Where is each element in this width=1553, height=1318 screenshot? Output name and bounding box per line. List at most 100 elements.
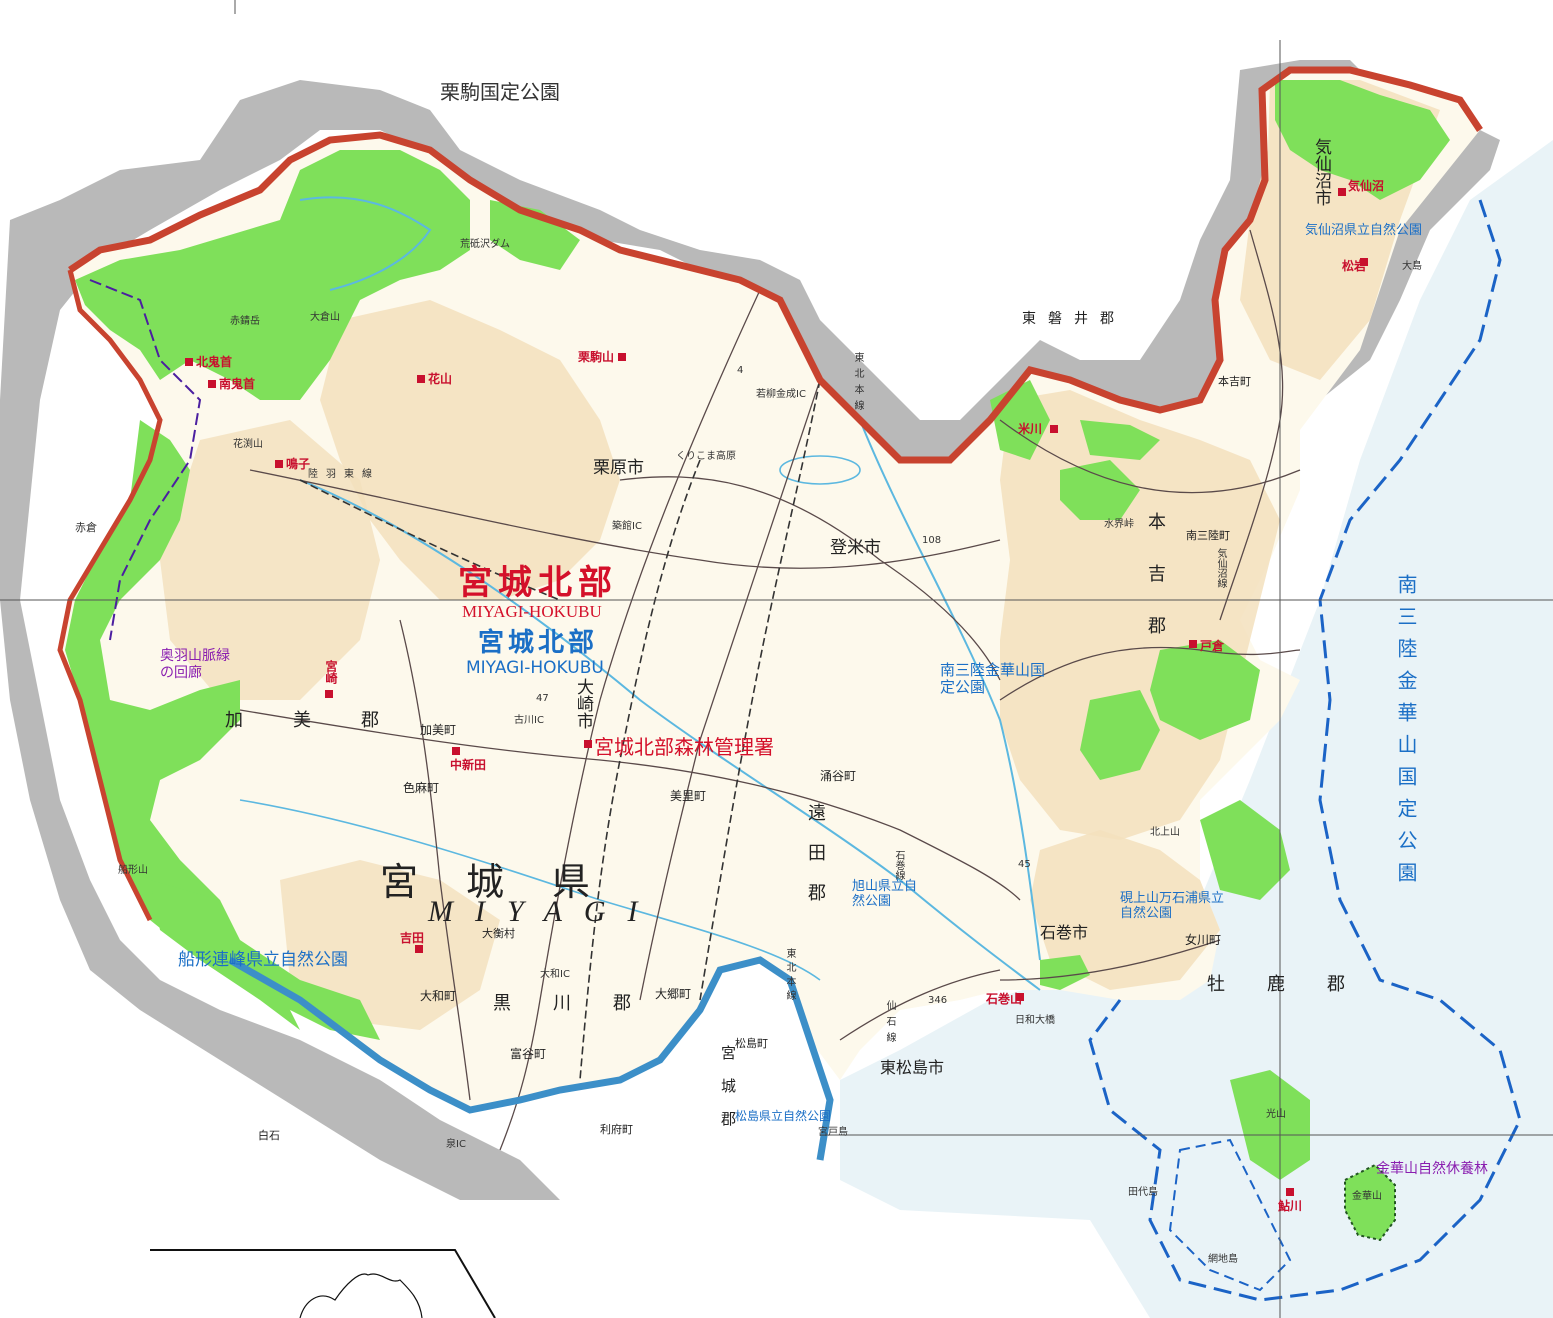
forest-east-3 bbox=[1080, 690, 1160, 780]
route-108: 108 bbox=[922, 535, 942, 546]
mtn-minamionikobe: 南鬼首 bbox=[219, 377, 256, 391]
small-furukawa-ic: 古川IC bbox=[514, 715, 544, 726]
district-kurokawa: 黒川郡 bbox=[493, 993, 673, 1014]
route-4: 4 bbox=[737, 365, 744, 376]
city-ishinomaki: 石巻市 bbox=[1040, 923, 1089, 942]
park-boundary-coast bbox=[1088, 199, 1522, 1302]
park-kamiyama: 硯上山万石浦県立自然公園 bbox=[1120, 891, 1225, 921]
forest-north-center bbox=[490, 200, 580, 270]
district-toda: 遠田郡 bbox=[805, 803, 826, 923]
small-tohoku-line-s: 東北本線 bbox=[784, 948, 795, 1004]
district-higashiiwai: 東磐井郡 bbox=[1022, 311, 1126, 327]
mtn-nakaniida: 中新田 bbox=[450, 758, 487, 772]
forest-funagata bbox=[150, 880, 380, 1040]
office-label: 宮城北部森林管理署 bbox=[594, 735, 774, 759]
small-tashiro: 田代島 bbox=[1128, 1187, 1158, 1198]
park-matsushima: 松島県立自然公園 bbox=[735, 1109, 832, 1123]
city-shiroishi: 白石 bbox=[258, 1129, 280, 1142]
small-taiwa-ic: 大和IC bbox=[540, 969, 570, 980]
city-kami: 加美町 bbox=[420, 723, 457, 737]
small-hanabuchi: 花渕山 bbox=[233, 439, 263, 450]
city-taiwa-village: 大衡村 bbox=[482, 927, 515, 940]
mtn-ayukawa: 鮎川 bbox=[1278, 1199, 1303, 1213]
small-kurikoma-kogen: くりこま高原 bbox=[676, 451, 736, 462]
small-sekikaku: 赤錆岳 bbox=[230, 316, 260, 327]
forest-kinkasan bbox=[1344, 1163, 1396, 1242]
park-funagata: 船形連峰県立自然公園 bbox=[178, 950, 348, 970]
city-higashimatsushima: 東松島市 bbox=[880, 1058, 945, 1077]
district-kami: 加美郡 bbox=[225, 710, 429, 731]
small-mitsuyama: 光山 bbox=[1266, 1109, 1286, 1120]
mtn-yoshida: 吉田 bbox=[400, 931, 425, 945]
label-ou-corridor: 奥羽山脈緑の回廊 bbox=[160, 648, 230, 681]
city-shikama: 色麻町 bbox=[403, 781, 440, 795]
hill-area-central bbox=[320, 300, 620, 600]
district-miyagi: 宮城郡 bbox=[719, 1045, 737, 1144]
park-boundary-inner bbox=[1168, 1138, 1292, 1292]
small-suidan: 水界峠 bbox=[1104, 519, 1134, 530]
small-izumi-ic: 泉IC bbox=[446, 1139, 466, 1150]
inset-outline bbox=[299, 1273, 423, 1318]
hill-area-south bbox=[280, 860, 500, 1030]
mtn-kitaonikobe: 北鬼首 bbox=[196, 355, 233, 369]
mtn-hanayama: 花山 bbox=[428, 372, 453, 386]
small-tohoku-line: 東北本線 bbox=[852, 352, 863, 416]
mtn-yonekawa: 米川 bbox=[1018, 422, 1043, 436]
city-tome: 登米市 bbox=[830, 538, 881, 558]
mtn-kitayama: 北上山 bbox=[1150, 827, 1180, 838]
forest-east-2 bbox=[1150, 640, 1260, 740]
dam-arahashi bbox=[299, 196, 432, 291]
small-hiyori: 日和大橋 bbox=[1015, 1015, 1055, 1026]
city-osaki: 大崎市 bbox=[573, 678, 593, 729]
district-motoyoshi: 本吉郡 bbox=[1145, 512, 1166, 668]
city-matsushima: 松島町 bbox=[735, 1037, 768, 1050]
park-asahiyama: 旭山県立自然公園 bbox=[852, 879, 918, 909]
mtn-kesennuma: 気仙沼 bbox=[1348, 179, 1385, 193]
mtn-naruko: 鳴子 bbox=[286, 457, 311, 471]
park-minamisanriku: 南三陸金華山国定公園 bbox=[940, 661, 1046, 697]
inset-frame bbox=[150, 1249, 496, 1318]
city-rifu: 利府町 bbox=[600, 1123, 633, 1136]
park-kesennuma: 気仙沼県立自然公園 bbox=[1305, 223, 1423, 238]
small-wakayanagi-ic: 若柳金成IC bbox=[756, 389, 806, 400]
small-rikuu: 陸羽東線 bbox=[308, 469, 380, 480]
city-osato: 大郷町 bbox=[655, 987, 692, 1001]
hill-area-southeast bbox=[1030, 830, 1220, 990]
mtn-ishinomaki: 石巻山 bbox=[986, 992, 1023, 1006]
forest-east-4 bbox=[1080, 420, 1160, 460]
forest-northwest bbox=[75, 150, 470, 400]
city-misato: 美里町 bbox=[670, 789, 707, 803]
forest-ishinomaki bbox=[1040, 955, 1090, 990]
small-ohguro: 大倉山 bbox=[310, 312, 340, 323]
office-boundary-red bbox=[68, 66, 1483, 464]
park-minamisanriku-vertical: 南三陸金華山国定公園 bbox=[1394, 574, 1418, 894]
small-kamitake: 船形山 bbox=[118, 865, 148, 876]
small-ajishima: 網地島 bbox=[1208, 1254, 1238, 1265]
road-network bbox=[239, 229, 1301, 1151]
office-boundary-blue bbox=[228, 956, 834, 1161]
forest-kesennuma bbox=[1275, 80, 1450, 200]
mtn-miyazaki: 宮崎 bbox=[324, 660, 338, 684]
mountain-markers bbox=[185, 188, 1368, 1196]
forest-oshika bbox=[1200, 800, 1290, 900]
city-wakuya: 涌谷町 bbox=[820, 769, 857, 783]
label-kinkasan-forest: 金華山自然休養林 bbox=[1376, 1161, 1488, 1177]
city-taiwa: 大和町 bbox=[420, 989, 457, 1003]
region-title: 宮城北部 bbox=[458, 563, 618, 603]
region-subtitle: 宮城北部 bbox=[478, 628, 599, 658]
mtn-ashigura: 戸倉 bbox=[1200, 639, 1225, 653]
sea-area bbox=[840, 140, 1553, 1318]
region-title-en: MIYAGI-HOKUBU bbox=[462, 602, 602, 621]
corridor-boundary bbox=[89, 279, 202, 641]
mtn-kinkasan: 金華山 bbox=[1352, 1191, 1382, 1202]
mtn-matsuiwa: 松岩 bbox=[1342, 259, 1367, 273]
prefecture-name: 宮城県 bbox=[380, 860, 639, 904]
small-oshima: 大島 bbox=[1402, 261, 1422, 272]
river-naruse bbox=[239, 799, 821, 981]
river-kitakami bbox=[859, 419, 1041, 961]
route-346: 346 bbox=[928, 995, 948, 1006]
park-kurikoma: 栗駒国定公園 bbox=[440, 80, 560, 104]
city-tomiya: 富谷町 bbox=[510, 1047, 547, 1061]
small-arahashi: 荒砥沢ダム bbox=[460, 239, 510, 250]
